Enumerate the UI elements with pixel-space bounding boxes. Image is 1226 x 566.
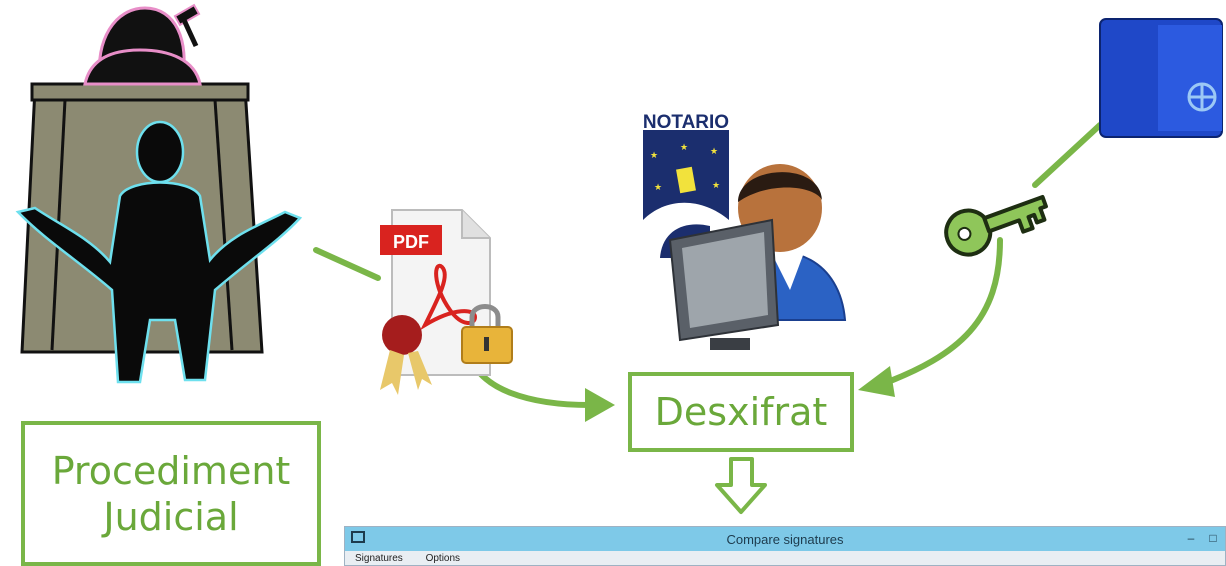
window-title: Compare signatures bbox=[726, 532, 844, 547]
wax-seal-icon bbox=[382, 315, 422, 355]
judge-illustration bbox=[15, 3, 303, 384]
down-arrow-icon bbox=[715, 457, 767, 514]
window-titlebar: Compare signatures – □ bbox=[345, 527, 1225, 551]
svg-text:★: ★ bbox=[710, 147, 718, 157]
maximize-button[interactable]: □ bbox=[1209, 531, 1217, 545]
notario-text: NOTARIO bbox=[643, 112, 729, 133]
gavel-icon bbox=[173, 3, 201, 27]
app-icon bbox=[351, 531, 365, 543]
svg-text:★: ★ bbox=[712, 181, 720, 191]
user-computer-illustration bbox=[668, 164, 847, 350]
svg-text:★: ★ bbox=[650, 151, 658, 161]
svg-text:★: ★ bbox=[680, 143, 688, 153]
procediment-line1: Procediment bbox=[51, 448, 291, 493]
minimize-button[interactable]: – bbox=[1187, 531, 1195, 545]
man-silhouette bbox=[15, 120, 303, 384]
arrowhead-desxifrat-right bbox=[858, 366, 895, 397]
padlock-icon bbox=[461, 304, 513, 364]
safe-icon bbox=[1099, 18, 1223, 138]
procediment-judicial-label: Procediment Judicial bbox=[21, 421, 321, 566]
procediment-line2: Judicial bbox=[103, 494, 239, 539]
compare-signatures-window: Compare signatures – □ Signatures Option… bbox=[344, 526, 1226, 566]
menu-signatures[interactable]: Signatures bbox=[355, 553, 403, 564]
desxifrat-label: Desxifrat bbox=[628, 372, 854, 452]
menu-options[interactable]: Options bbox=[425, 553, 461, 564]
menu-bar: Signatures Options bbox=[345, 551, 470, 565]
pdf-document-icon: PDF bbox=[370, 205, 520, 395]
svg-text:★: ★ bbox=[654, 183, 662, 193]
arrowhead-desxifrat-left bbox=[585, 388, 615, 422]
key-icon bbox=[944, 194, 1048, 257]
pdf-label: PDF bbox=[393, 232, 429, 252]
